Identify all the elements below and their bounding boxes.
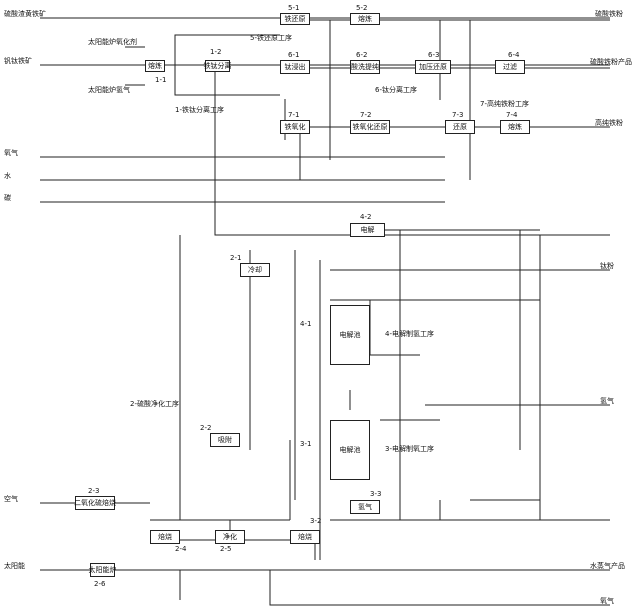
stage-label-5: 5-铁还原工序 xyxy=(250,34,292,42)
process-label-1-2: 1-2 xyxy=(210,48,222,56)
process-box-7-2: 铁氧化还原 xyxy=(350,120,390,134)
process-box-5-1: 铁还原 xyxy=(280,13,310,25)
process-box-6-4: 过滤 xyxy=(495,60,525,74)
input-sulfur-concentrate: 硫酸渣黄铁矿 xyxy=(4,10,46,18)
output-titanium-powder: 钛粉 xyxy=(600,262,614,270)
process-box-1-2: 铁钛分离 xyxy=(203,60,232,72)
stage-label-1: 1-铁钛分离工序 xyxy=(175,106,224,114)
process-label-7-4: 7-4 xyxy=(506,111,518,119)
stage-label-6: 6-钛分离工序 xyxy=(375,86,417,94)
process-label-2-4: 2-4 xyxy=(175,545,187,553)
process-label-7-2: 7-2 xyxy=(360,111,372,119)
input-air: 空气 xyxy=(4,495,18,503)
process-label-7-3: 7-3 xyxy=(452,111,464,119)
process-label-3-1: 3-1 xyxy=(300,440,312,448)
process-label-5-2: 5-2 xyxy=(356,4,368,12)
process-box-6-3: 加压还原 xyxy=(415,60,451,74)
output-hydrogen-gas: 氢气 xyxy=(600,397,614,405)
process-label-6-4: 6-4 xyxy=(508,51,520,59)
process-box-4-2: 电解 xyxy=(350,223,385,237)
process-label-6-1: 6-1 xyxy=(288,51,300,59)
process-label-4-1: 4-1 xyxy=(300,320,312,328)
process-label-2-1: 2-1 xyxy=(230,254,242,262)
process-label-6-2: 6-2 xyxy=(356,51,368,59)
process-box-3-2: 焙烧 xyxy=(290,530,320,544)
process-box-2-2: 吸附 xyxy=(210,433,240,447)
stage-label-3: 3-电解制氧工序 xyxy=(385,445,434,453)
process-box-7-4: 熔炼 xyxy=(500,120,530,134)
process-box-2-3: 二氧化硫焙烧 xyxy=(74,496,116,510)
process-label-1-1: 1-1 xyxy=(155,76,167,84)
input-solar-hydrogen: 太阳能炉氢气 xyxy=(88,86,130,94)
process-box-2-6: 太阳能炉 xyxy=(89,563,117,577)
process-label-7-1: 7-1 xyxy=(288,111,300,119)
process-label-3-2: 3-2 xyxy=(310,517,322,525)
process-box-4-1: 电解池 xyxy=(330,305,370,365)
output-crude-iron: 硫酸铁粉 xyxy=(595,10,623,18)
input-sunlight: 太阳能 xyxy=(4,562,25,570)
input-solar-oxidant: 太阳能炉氧化剂 xyxy=(88,38,137,46)
input-oxygen: 氧气 xyxy=(4,149,18,157)
process-label-3-3: 3-3 xyxy=(370,490,382,498)
process-box-2-5: 净化 xyxy=(215,530,245,544)
stage-label-7: 7-高纯铁粉工序 xyxy=(480,100,529,108)
process-box-5-2: 熔炼 xyxy=(350,13,380,25)
process-box-2-4: 焙烧 xyxy=(150,530,180,544)
process-box-2-1: 冷却 xyxy=(240,263,270,277)
process-label-2-6: 2-6 xyxy=(94,580,106,588)
process-label-5-1: 5-1 xyxy=(288,4,300,12)
output-steam: 水蒸气产品 xyxy=(590,562,625,570)
process-label-2-2: 2-2 xyxy=(200,424,212,432)
process-label-2-3: 2-3 xyxy=(88,487,100,495)
process-box-7-3: 还原 xyxy=(445,120,475,134)
output-iron-powder: 硫酸铁粉产品 xyxy=(590,58,632,66)
stage-label-4: 4-电解制氢工序 xyxy=(385,330,434,338)
output-iron-rich: 高纯铁粉 xyxy=(595,119,623,127)
process-box-1-1: 熔炼 xyxy=(145,60,165,72)
stage-label-2: 2-硫酸净化工序 xyxy=(130,400,179,408)
process-label-2-5: 2-5 xyxy=(220,545,232,553)
process-box-3-1: 电解池 xyxy=(330,420,370,480)
output-oxygen-gas: 氧气 xyxy=(600,597,614,605)
input-vanadium-titanium-magnetite: 钒钛铁矿 xyxy=(4,57,32,65)
input-carbon: 碳 xyxy=(4,194,11,202)
process-label-4-2: 4-2 xyxy=(360,213,372,221)
process-box-7-1: 铁氧化 xyxy=(280,120,310,134)
process-box-6-1: 钛浸出 xyxy=(280,60,310,74)
input-water: 水 xyxy=(4,172,11,180)
process-label-6-3: 6-3 xyxy=(428,51,440,59)
process-box-3-3: 氢气 xyxy=(350,500,380,514)
process-box-6-2: 酸洗提纯 xyxy=(350,60,380,74)
